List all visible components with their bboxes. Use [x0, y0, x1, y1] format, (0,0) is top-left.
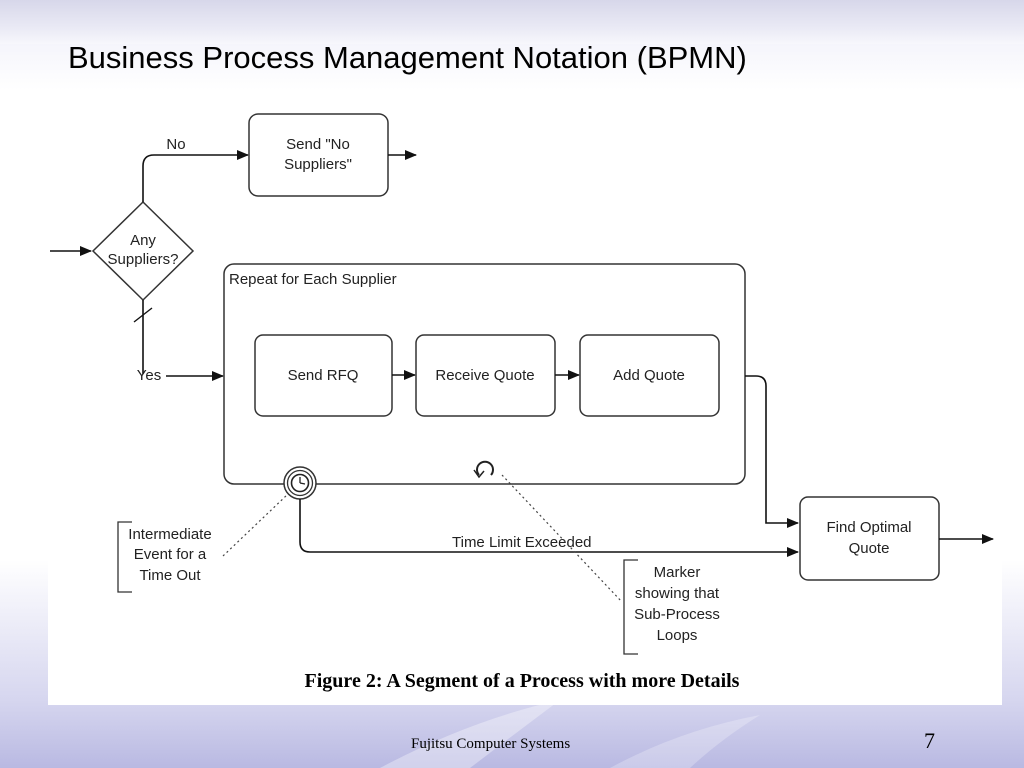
intermediate-event-annotation-line2: Event for a: [134, 546, 207, 563]
intermediate-event-annotation-line1: Intermediate: [128, 526, 211, 543]
footer-company: Fujitsu Computer Systems: [411, 736, 571, 752]
page-number: 7: [924, 728, 935, 753]
send-rfq-label: Send RFQ: [288, 367, 359, 384]
add-quote-label: Add Quote: [613, 367, 685, 384]
subprocess-to-find-flow: [745, 375, 799, 528]
loop-marker-annotation-line4: Loops: [657, 627, 698, 644]
top-band: [0, 0, 1024, 44]
intermediate-event-association: [222, 493, 289, 557]
figure-panel: Any Suppliers? No Send "No Suppliers" Ye…: [48, 94, 1002, 705]
loop-marker-arrowhead: [473, 469, 485, 479]
find-optimal-quote-task: [799, 496, 940, 581]
receive-quote-label: Receive Quote: [435, 367, 534, 384]
gateway-label-line1: Any: [130, 232, 156, 249]
subprocess-label: Repeat for Each Supplier: [229, 271, 397, 288]
bpmn-diagram: Any Suppliers? No Send "No Suppliers" Ye…: [50, 113, 994, 692]
default-flow-marker: [133, 307, 153, 323]
send-no-suppliers-line2: Suppliers": [284, 156, 352, 173]
loop-marker-icon: [476, 460, 494, 476]
intermediate-event-annotation-line3: Time Out: [139, 567, 201, 584]
loop-marker-association: [501, 474, 623, 603]
find-optimal-line1: Find Optimal: [826, 519, 911, 536]
no-label: No: [166, 136, 185, 153]
find-optimal-line2: Quote: [849, 540, 890, 557]
send-no-suppliers-line1: Send "No: [286, 136, 350, 153]
time-limit-flow: [299, 499, 799, 557]
loop-marker-annotation-bracket: [623, 559, 638, 655]
clock-hand-minute: [299, 482, 306, 485]
no-flow: [142, 150, 249, 202]
loop-marker-annotation-line3: Sub-Process: [634, 606, 720, 623]
send-no-suppliers-task: [248, 113, 389, 197]
figure-caption: Figure 2: A Segment of a Process with mo…: [305, 670, 740, 692]
add-quote-task: [579, 334, 720, 417]
loop-marker-annotation-line1: Marker: [654, 564, 701, 581]
slide-title: Business Process Management Notation (BP…: [68, 40, 747, 75]
intermediate-event-annotation-bracket: [117, 521, 132, 593]
time-limit-label: Time Limit Exceeded: [452, 534, 592, 551]
loop-marker-annotation-line2: showing that: [635, 585, 720, 602]
yes-label: Yes: [137, 367, 161, 384]
gateway-label-line2: Suppliers?: [108, 251, 179, 268]
